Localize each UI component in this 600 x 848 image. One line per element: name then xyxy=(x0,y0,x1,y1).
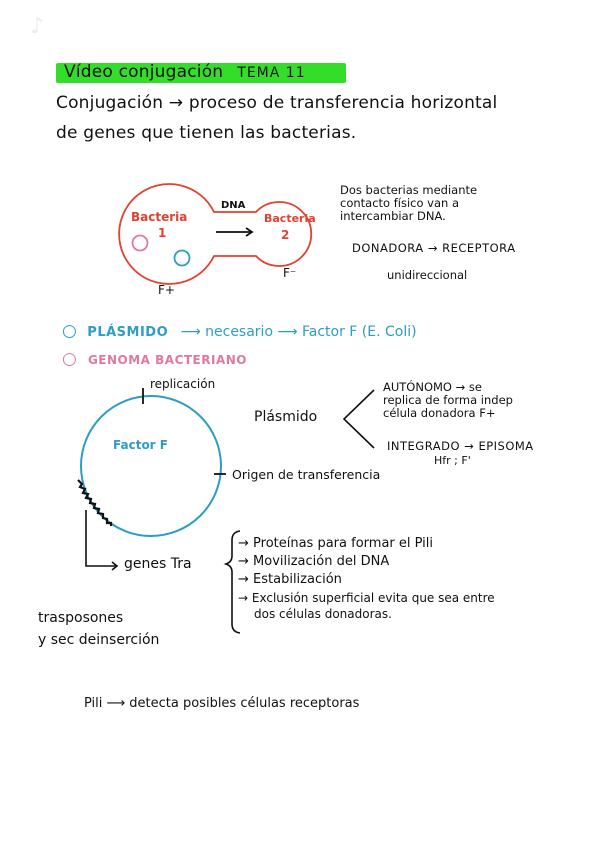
title-highlight xyxy=(56,63,346,83)
note-line: Dos bacterias mediante xyxy=(340,183,478,197)
genes-tra-list: → Proteínas para formar el Pili → Movili… xyxy=(238,535,495,621)
plasmid-circle-icon xyxy=(173,249,191,267)
note-line: contacto físico van a xyxy=(340,196,460,210)
bacteria2-type: F⁻ xyxy=(283,266,297,280)
bacteria-outline xyxy=(118,183,313,285)
origin-label: Origen de transferencia xyxy=(232,467,381,482)
plasmid-legend-detail: ⟶ necesario ⟶ Factor F (E. Coli) xyxy=(180,324,417,340)
dna-arrow-icon xyxy=(245,227,254,237)
dna-bridge-label: DNA xyxy=(221,200,246,211)
title-text: Vídeo conjugación xyxy=(64,62,224,82)
list-item: → Exclusión superficial evita que sea en… xyxy=(238,591,495,605)
list-item: dos células donadoras. xyxy=(254,607,392,621)
replication-label: replicación xyxy=(150,377,216,391)
autonomous-line: AUTÓNOMO → se xyxy=(383,380,483,394)
legend-plasmid: ○ PLÁSMIDO ⟶ necesario ⟶ Factor F (E. Co… xyxy=(62,321,417,341)
genome-legend-icon: ○ xyxy=(62,349,77,369)
list-item: → Estabilización xyxy=(238,572,342,587)
integrated-line-2: Hfr ; F' xyxy=(434,454,471,467)
arrow-icon xyxy=(111,561,119,571)
definition-line-1: Conjugación → proceso de transferencia h… xyxy=(56,93,498,113)
genes-tra-label: genes Tra xyxy=(124,556,192,572)
list-item: → Movilización del DNA xyxy=(238,554,390,569)
bacteria-note: Dos bacterias mediante contacto físico v… xyxy=(340,184,477,223)
bacteria1-label: Bacteria xyxy=(131,210,188,224)
bacteria2-number: 2 xyxy=(281,228,290,242)
factor-f-circle xyxy=(80,395,222,537)
autonomous-line: célula donadora F+ xyxy=(383,406,496,420)
title-tag: TEMA 11 xyxy=(237,65,306,81)
note-line: intercambiar DNA. xyxy=(340,209,446,223)
pili-note: Pili ⟶ detecta posibles células receptor… xyxy=(84,696,360,711)
transposon-squiggle-icon xyxy=(77,479,113,526)
watermark-icon: ♪ xyxy=(30,14,45,39)
legend-genome: ○ GENOMA BACTERIANO xyxy=(62,349,247,369)
branch-icon xyxy=(342,389,375,449)
autonomous-line: replica de forma indep xyxy=(383,393,513,407)
bacteria-diagram xyxy=(118,183,313,285)
page-title: Vídeo conjugación TEMA 11 xyxy=(64,62,306,82)
bacteria1-number: 1 xyxy=(158,226,167,240)
plasmid-root: Plásmido xyxy=(254,409,318,425)
plasmid-legend-icon: ○ xyxy=(62,321,77,341)
definition-line-2: de genes que tienen las bacterias. xyxy=(56,123,357,143)
integrated-line-1: INTEGRADO → EPISOMA xyxy=(387,439,534,453)
transposons-line-1: trasposones xyxy=(38,610,124,626)
mode-text: unidireccional xyxy=(387,268,468,282)
transposons-line-2: y sec deinserción xyxy=(38,632,160,648)
bacteria2-label: Bacteria xyxy=(264,212,316,225)
genome-circle-icon xyxy=(131,234,149,252)
list-item: → Proteínas para formar el Pili xyxy=(238,536,434,551)
genome-legend-label: GENOMA BACTERIANO xyxy=(87,353,247,367)
direction-text: DONADORA → RECEPTORA xyxy=(352,241,516,255)
factor-f-label: Factor F xyxy=(113,438,168,452)
bacteria1-type: F+ xyxy=(158,283,175,297)
brace-icon xyxy=(223,530,241,634)
autonomous-block: AUTÓNOMO → se replica de forma indep cél… xyxy=(383,381,513,420)
plasmid-legend-label: PLÁSMIDO xyxy=(87,325,169,340)
